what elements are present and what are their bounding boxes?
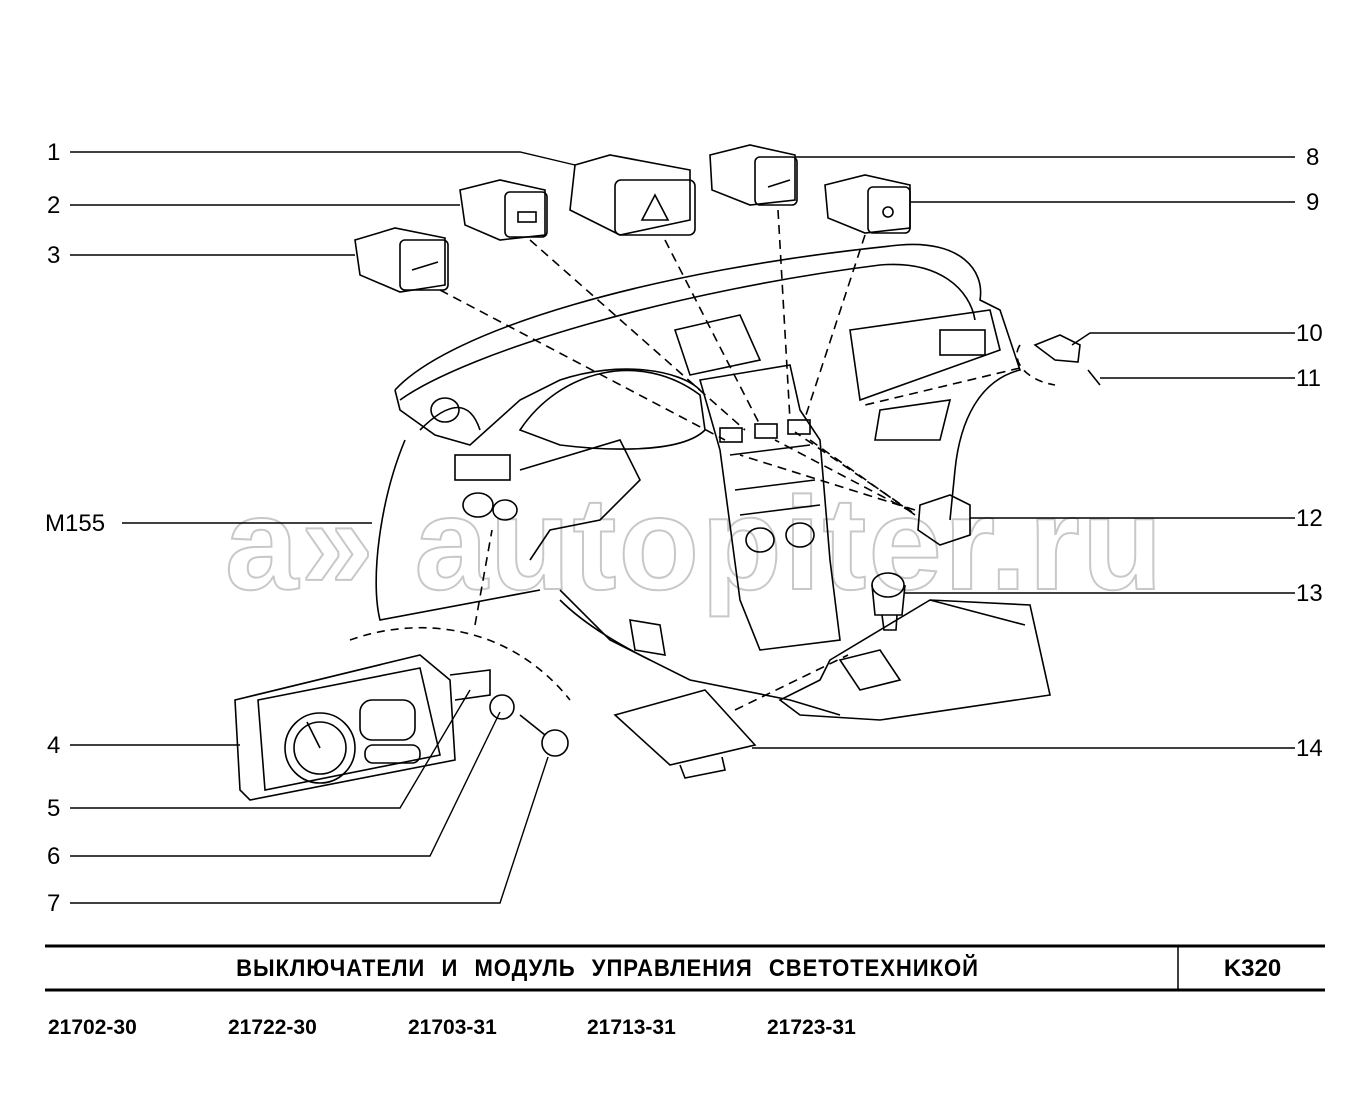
callout-8: 8 [1306,144,1320,171]
dashboard-drawing [375,243,1051,721]
callout-5: 5 [47,795,61,822]
callout-13: 13 [1296,580,1323,607]
switch-2 [459,179,548,241]
callout-10: 10 [1296,320,1323,347]
callout-14: 14 [1296,735,1323,762]
assembly-arrows [439,209,1021,711]
part-10-11 [1016,334,1101,386]
model-code: 21703-31 [408,1016,497,1039]
switch-1-hazard [569,154,696,236]
diagram-code: K320 [1223,955,1282,982]
model-code: 21713-31 [587,1016,676,1039]
callout-11: 11 [1296,365,1321,392]
callout-3: 3 [47,242,61,269]
title-block-frame [45,944,1325,992]
part-4-light-module [234,626,571,801]
switch-8 [709,144,798,206]
callout-6: 6 [47,843,61,870]
switch-9 [824,174,911,234]
callout-12: 12 [1296,505,1323,532]
part-13-socket [871,572,906,631]
part-14-cover [613,689,757,779]
switch-12 [917,494,971,546]
callout-4: 4 [47,732,61,759]
callout-1: 1 [47,139,61,166]
callout-2: 2 [47,192,61,219]
model-code: 21723-31 [767,1016,856,1039]
callout-7: 7 [47,890,61,917]
model-code: 21702-30 [48,1016,137,1039]
callout-m155: M155 [45,510,106,537]
diagram-title: ВЫКЛЮЧАТЕЛИ И МОДУЛЬ УПРАВЛЕНИЯ СВЕТОТЕХ… [236,955,979,982]
model-code: 21722-30 [228,1016,317,1039]
callout-9: 9 [1306,189,1320,216]
switch-3 [354,227,449,293]
leader-lines [70,151,1295,904]
